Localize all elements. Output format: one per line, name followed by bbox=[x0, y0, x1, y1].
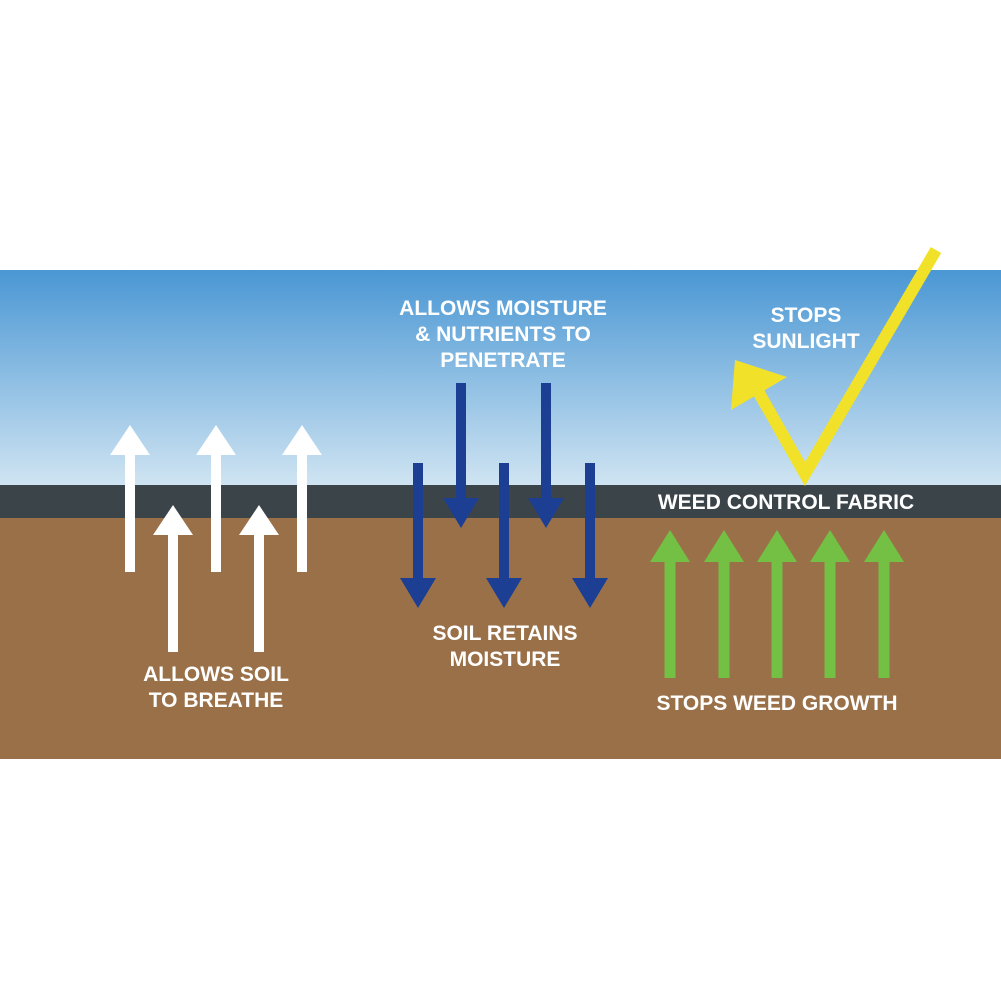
moisture-label-line-2: & NUTRIENTS TO bbox=[415, 323, 591, 346]
moisture-arrows-group bbox=[400, 383, 608, 608]
weed-arrows-group bbox=[650, 530, 904, 678]
green-up-arrow bbox=[810, 530, 850, 678]
green-up-arrow bbox=[650, 530, 690, 678]
green-up-arrow bbox=[757, 530, 797, 678]
white-up-arrow bbox=[282, 425, 322, 572]
soil-retains-label-line-1: SOIL RETAINS bbox=[432, 622, 577, 645]
sunlight-arrow-group bbox=[731, 246, 942, 487]
green-up-arrow bbox=[864, 530, 904, 678]
sunlight-arrow-head bbox=[731, 360, 787, 410]
moisture-label-line-1: ALLOWS MOISTURE bbox=[399, 297, 607, 320]
sunlight-label-line-2: SUNLIGHT bbox=[752, 330, 860, 353]
weed-growth-label: STOPS WEED GROWTH bbox=[656, 692, 897, 715]
sunlight-label-line-1: STOPS bbox=[771, 304, 842, 327]
white-up-arrow bbox=[239, 505, 279, 652]
sky-layer bbox=[0, 270, 1001, 485]
blue-down-arrow bbox=[528, 383, 564, 528]
blue-down-arrow bbox=[443, 383, 479, 528]
blue-down-arrow bbox=[486, 463, 522, 608]
moisture-label-line-3: PENETRATE bbox=[440, 349, 566, 372]
white-up-arrow bbox=[110, 425, 150, 572]
soil-retains-label-line-2: MOISTURE bbox=[450, 648, 561, 671]
white-up-arrow bbox=[153, 505, 193, 652]
green-up-arrow bbox=[704, 530, 744, 678]
breathe-arrows-group bbox=[110, 425, 322, 652]
breathe-label-line-1: ALLOWS SOIL bbox=[143, 663, 289, 686]
fabric-label: WEED CONTROL FABRIC bbox=[658, 491, 914, 514]
breathe-label-line-2: TO BREATHE bbox=[149, 689, 284, 712]
blue-down-arrow bbox=[572, 463, 608, 608]
white-up-arrow bbox=[196, 425, 236, 572]
sunlight-reflection-line bbox=[753, 246, 942, 487]
blue-down-arrow bbox=[400, 463, 436, 608]
